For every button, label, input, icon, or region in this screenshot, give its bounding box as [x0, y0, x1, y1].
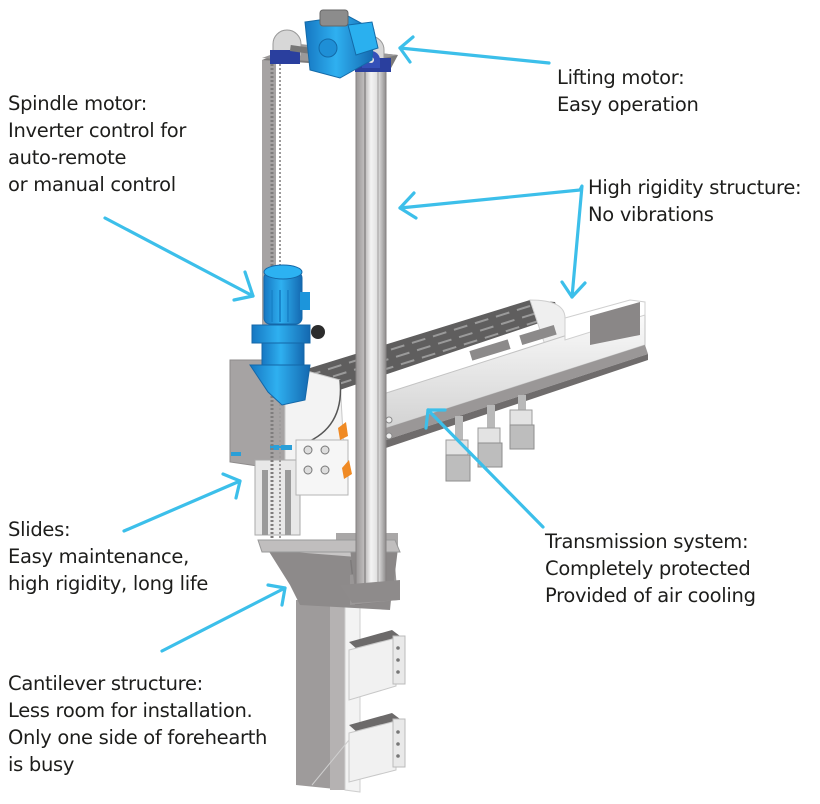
cantilever-structure [296, 597, 406, 793]
spindle [445, 416, 471, 482]
callout-title: Spindle motor: [8, 92, 148, 115]
callout-line: Easy operation [557, 93, 699, 116]
callout-title: Cantilever structure: [8, 672, 203, 695]
main-column [340, 61, 400, 603]
arrow-spindle-motor [103, 216, 255, 302]
arrow-high-rigidity-column [398, 188, 582, 220]
callout-title: Transmission system: [545, 530, 749, 553]
adjustment-knob-icon [311, 325, 325, 339]
callout-transmission: Transmission system: Completely protecte… [545, 528, 756, 609]
callout-line: Inverter control for [8, 119, 187, 142]
callout-spindle-motor: Spindle motor: Inverter control for auto… [8, 90, 186, 198]
arrow-slides [122, 472, 242, 533]
callout-line: Completely protected [545, 557, 751, 580]
callout-lifting-motor: Lifting motor: Easy operation [557, 64, 699, 118]
callout-line: Less room for installation. [8, 699, 253, 722]
callout-high-rigidity: High rigidity structure: No vibrations [588, 174, 802, 228]
callout-line: Only one side of forehearth [8, 726, 268, 749]
callout-line: high rigidity, long life [8, 572, 209, 595]
spindle-motor [249, 264, 325, 406]
callout-slides: Slides: Easy maintenance, high rigidity,… [8, 516, 208, 597]
callout-title: Lifting motor: [557, 66, 685, 89]
clamp-handle [342, 460, 352, 479]
callout-line: Provided of air cooling [545, 584, 756, 607]
callout-cantilever: Cantilever structure: Less room for inst… [8, 670, 267, 778]
callout-line: or manual control [8, 173, 176, 196]
callout-title: High rigidity structure: [588, 176, 802, 199]
spindle [509, 395, 535, 450]
stirrer-spindles [445, 395, 535, 482]
callout-arrows [103, 35, 587, 653]
arrow-lifting-motor [398, 35, 551, 65]
callout-line: is busy [8, 753, 75, 776]
arrow-transmission [424, 408, 545, 529]
callout-line: No vibrations [588, 203, 714, 226]
arrow-cantilever [160, 583, 287, 653]
arrow-high-rigidity-beam [560, 184, 587, 299]
callout-line: auto-remote [8, 146, 127, 169]
callout-line: Easy maintenance, [8, 545, 190, 568]
clamp-handle [338, 422, 348, 440]
callout-title: Slides: [8, 518, 71, 541]
lifting-motor-assembly [262, 9, 398, 79]
